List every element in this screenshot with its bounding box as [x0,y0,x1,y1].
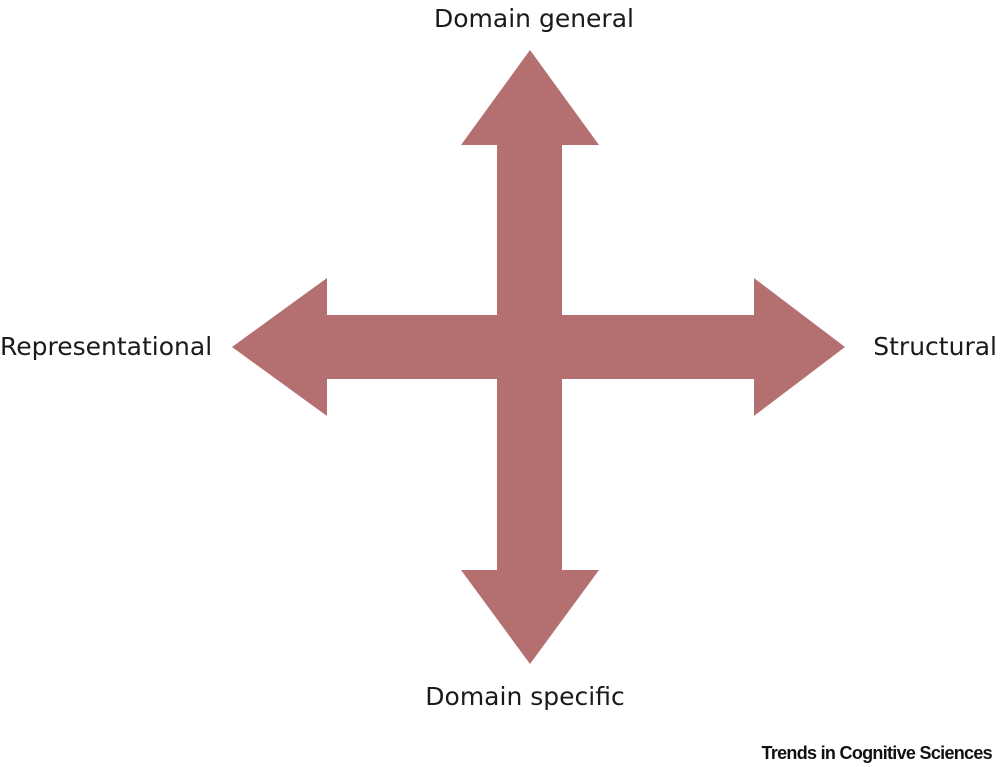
label-structural: Structural [873,332,997,361]
journal-credit: Trends in Cognitive Sciences [761,743,993,763]
label-representational: Representational [0,332,213,361]
label-domain-specific: Domain specific [425,682,625,711]
label-domain-general: Domain general [434,4,634,33]
horizontal-double-arrow [232,278,845,416]
